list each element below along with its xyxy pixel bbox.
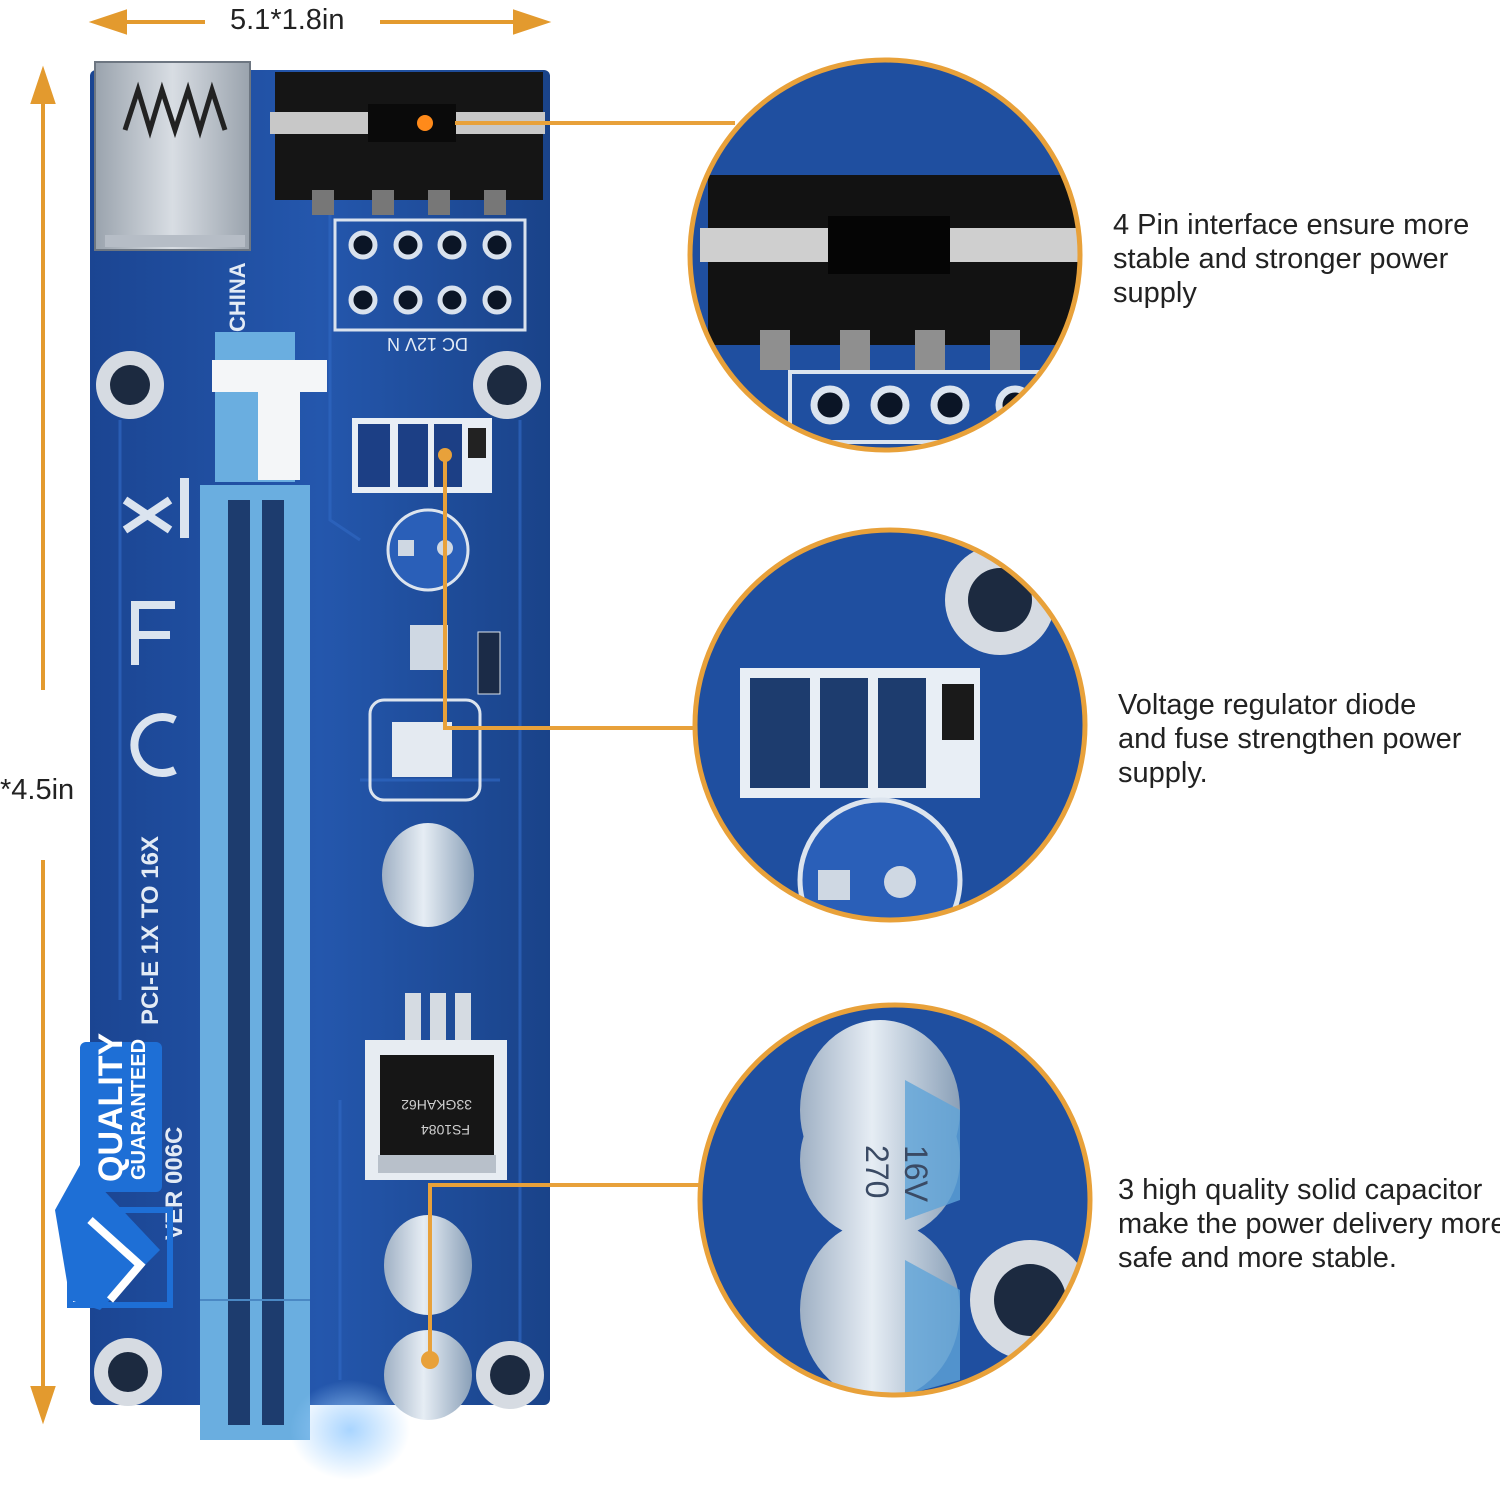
callout-connector: 4 Pin interface ensure more stable and s… [1113, 208, 1469, 310]
leader-lines [428, 121, 735, 1360]
six-pin-holes [333, 218, 527, 332]
callout-diode-line-2: and fuse strengthen power [1118, 723, 1462, 755]
silkscreen-dc-text: DC 12V N [387, 334, 468, 354]
leader-dots [438, 448, 452, 462]
pcb-board [90, 61, 550, 1480]
callout-connector-line-3: supply [1113, 277, 1197, 309]
zoom-cap-value-top: 16V [898, 1145, 934, 1203]
callout-capacitors: 3 high quality solid capacitor make the … [1118, 1173, 1500, 1275]
diode-fuse-block [352, 418, 492, 493]
zoom-cap-value-mid: 270 [859, 1145, 895, 1198]
quality-badge [55, 1042, 173, 1310]
callout-diode-line-1: Voltage regulator diode [1118, 689, 1417, 721]
regulator-pad [386, 508, 470, 592]
zoom-circle-connector [687, 57, 1083, 453]
silkscreen-china-text: CHINA [225, 262, 250, 332]
usb-connector [94, 61, 251, 251]
callout-connector-line-1: 4 Pin interface ensure more [1113, 209, 1470, 241]
zoom-circle-capacitors [697, 1002, 1093, 1398]
badge-quality-text: QUALITY [92, 1032, 130, 1182]
four-pin-connector [270, 72, 545, 215]
pcie-slot [200, 332, 327, 1440]
badge-guaranteed-text: GUARANTEED [128, 1038, 150, 1180]
chip-label-1: FS1084 [421, 1122, 470, 1138]
ic-chip-small [410, 625, 501, 695]
height-dimension-label: *4.5in [0, 774, 75, 806]
inductor [392, 722, 452, 777]
height-dimension-arrow [30, 65, 56, 1425]
regulator-ic [365, 993, 507, 1180]
callout-diode-line-3: supply. [1118, 757, 1208, 789]
silkscreen-ver-text: VER 006C [161, 1127, 188, 1240]
inductor-pad [368, 698, 482, 802]
silkscreen-bar [180, 478, 189, 538]
silkscreen-main-text: PCI-E 1X TO 16X [137, 836, 164, 1025]
callout-connector-line-2: stable and stronger power [1113, 243, 1449, 275]
callout-diode: Voltage regulator diode and fuse strengt… [1118, 688, 1461, 790]
width-dimension-label: 5.1*1.8in [230, 4, 345, 36]
callout-capacitors-line-1: 3 high quality solid capacitor [1118, 1174, 1483, 1206]
mounting-hole [94, 351, 544, 1409]
light-glow [290, 1380, 410, 1480]
callout-capacitors-line-3: safe and more stable. [1118, 1242, 1397, 1274]
width-dimension-arrow [88, 9, 552, 35]
regulatory-logos [122, 496, 177, 777]
zoom-circle-diode [692, 527, 1088, 923]
chip-label-2: 33GKAH62 [401, 1097, 472, 1113]
callout-capacitors-line-2: make the power delivery more [1118, 1208, 1500, 1240]
capacitor-ec3 [382, 823, 474, 927]
